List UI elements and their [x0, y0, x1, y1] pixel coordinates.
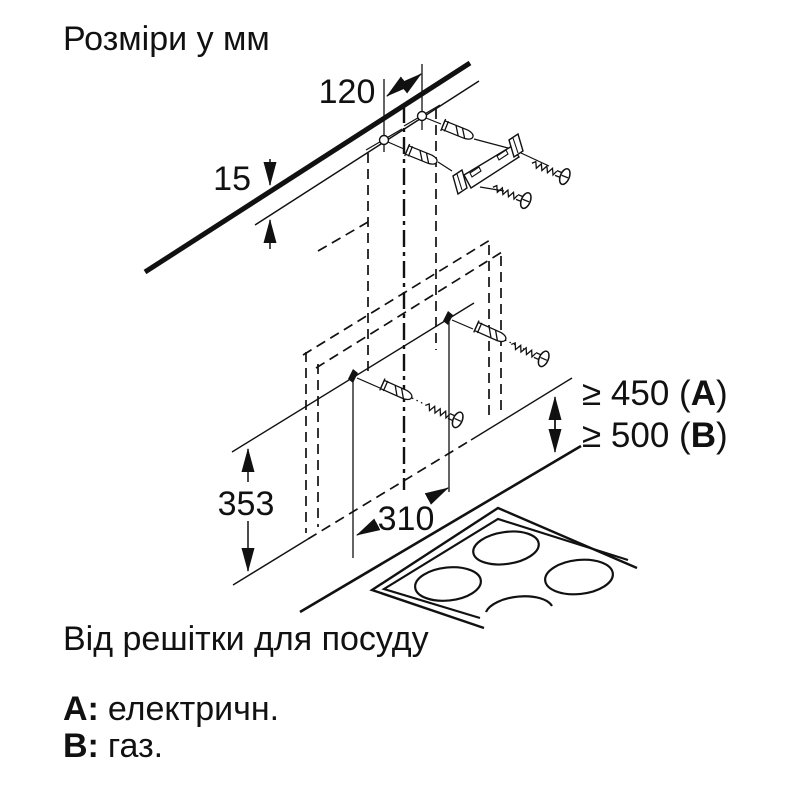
pan-support-level-line	[299, 444, 582, 614]
hardware-leader-lines	[356, 117, 550, 389]
upper-left-drill-mark	[365, 128, 403, 151]
wall-anchors	[379, 118, 507, 401]
screw-icon	[531, 160, 571, 186]
dim-353-label: 353	[218, 485, 275, 523]
clearance-a-suffix: )	[716, 374, 728, 413]
dim-15-label: 15	[213, 160, 251, 198]
wall-anchor-icon	[473, 320, 507, 343]
ceiling-line	[143, 60, 472, 275]
caption-pan-support: Від решітки для посуду	[63, 620, 429, 658]
burner-circle	[472, 530, 540, 566]
burner-arc-clipped	[484, 595, 553, 613]
ceiling-offset-line	[254, 80, 480, 226]
dim-310-label: 310	[378, 500, 435, 538]
note-electric: A:електричн.	[63, 690, 279, 728]
dimension-holes-to-bottom: 353	[218, 448, 275, 572]
hood-top-front-edge	[302, 239, 491, 356]
dimension-clearance: ≥ 450 (A) ≥ 500 (B)	[548, 374, 728, 455]
screw-icon	[425, 402, 464, 429]
burner-circle	[544, 558, 614, 596]
chimney-fold-edge	[317, 221, 369, 252]
wall-anchor-icon	[404, 143, 438, 165]
wall-anchor-icon	[440, 118, 474, 140]
dim-120-label: 120	[319, 73, 376, 111]
drill-marks	[348, 104, 550, 405]
cooktop-inner-edge	[381, 517, 629, 620]
bottom-edge-extension-left	[232, 538, 309, 586]
cooktop-outer-edge	[369, 506, 638, 630]
hood-outline	[302, 109, 503, 540]
dimension-lower-hole-spacing: 310	[356, 487, 449, 538]
clearance-b-letter: B	[691, 416, 716, 455]
note-gas: B:газ.	[63, 727, 163, 765]
screws	[425, 160, 571, 429]
screw-icon	[492, 184, 532, 210]
cooktop	[369, 506, 638, 630]
screw-icon	[511, 341, 550, 368]
hood-top-back-edge	[315, 251, 503, 369]
dimension-ceiling-offset: 15	[213, 159, 277, 249]
page-title: Розміри у мм	[63, 20, 270, 58]
note-gas-label: B:	[63, 727, 99, 765]
note-gas-text: газ.	[107, 727, 164, 765]
upper-right-drill-mark	[403, 104, 441, 127]
burner-circle	[414, 566, 482, 602]
clearance-a-letter: A	[691, 374, 716, 413]
wall-lines	[143, 60, 480, 275]
clearance-electric-label: ≥ 450 (A)	[582, 374, 728, 413]
clearance-b-prefix: ≥ 500 (	[582, 416, 691, 455]
mounting-bracket	[452, 132, 524, 196]
dimension-top-hole-spacing: 120	[319, 73, 422, 111]
clearance-a-prefix: ≥ 450 (	[582, 374, 691, 413]
note-electric-label: A:	[63, 690, 99, 728]
clearance-b-suffix: )	[716, 416, 728, 455]
projection-dotted-lines	[411, 339, 527, 405]
lower-left-drill-mark	[348, 369, 358, 383]
bottom-edge-extension-right	[470, 377, 573, 441]
reference-lines	[231, 64, 582, 614]
clearance-gas-label: ≥ 500 (B)	[582, 416, 728, 455]
lower-right-drill-mark	[443, 311, 453, 325]
wall-anchor-icon	[379, 378, 413, 401]
note-electric-text: електричн.	[107, 690, 280, 728]
